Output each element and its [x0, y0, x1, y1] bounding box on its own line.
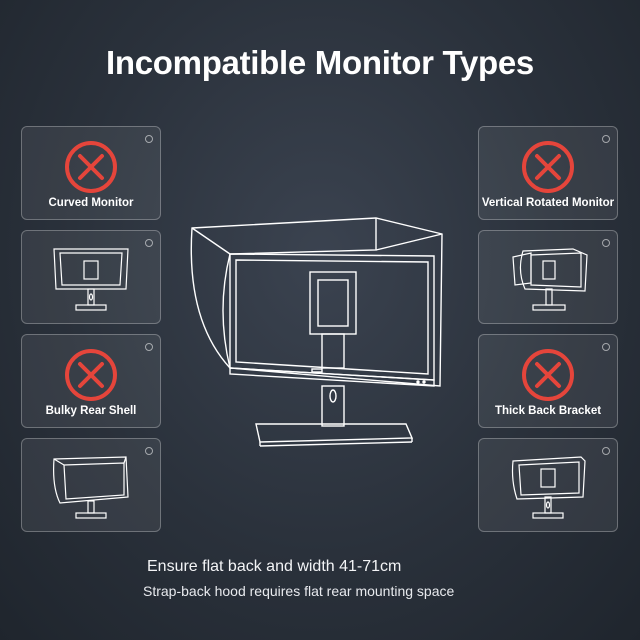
card-indicator-dot: [602, 447, 610, 455]
card-indicator-dot: [145, 343, 153, 351]
card-indicator-dot: [602, 239, 610, 247]
card-vertical-rotated-monitor: Vertical Rotated Monitor: [478, 126, 618, 220]
monitor-with-hood-icon: [190, 217, 443, 447]
card-indicator-dot: [145, 239, 153, 247]
card-monitor-hood-1: [21, 438, 161, 532]
x-circle-icon: [65, 349, 117, 401]
card-monitor-hood-2: [478, 230, 618, 324]
x-circle-icon: [522, 141, 574, 193]
card-label: Vertical Rotated Monitor: [481, 197, 615, 209]
page-title: Incompatible Monitor Types: [106, 44, 534, 81]
card-monitor-back-2: [478, 438, 618, 532]
card-monitor-back-1: [21, 230, 161, 324]
card-curved-monitor: Curved Monitor: [21, 126, 161, 220]
card-indicator-dot: [145, 135, 153, 143]
card-indicator-dot: [145, 447, 153, 455]
card-indicator-dot: [602, 135, 610, 143]
monitor-back-icon: [511, 456, 586, 519]
card-indicator-dot: [602, 343, 610, 351]
note-width-requirement: Ensure flat back and width 41-71cm: [147, 558, 402, 575]
monitor-with-hood-icon: [512, 248, 588, 311]
monitor-with-hood-icon: [53, 456, 129, 519]
x-circle-icon: [65, 141, 117, 193]
card-thick-back-bracket: Thick Back Bracket: [478, 334, 618, 428]
card-label: Bulky Rear Shell: [45, 405, 137, 417]
monitor-back-icon: [53, 248, 129, 311]
card-label: Thick Back Bracket: [494, 405, 602, 417]
card-bulky-rear-shell: Bulky Rear Shell: [21, 334, 161, 428]
note-mounting-requirement: Strap-back hood requires flat rear mount…: [143, 583, 455, 599]
x-circle-icon: [522, 349, 574, 401]
card-label: Curved Monitor: [48, 197, 134, 209]
